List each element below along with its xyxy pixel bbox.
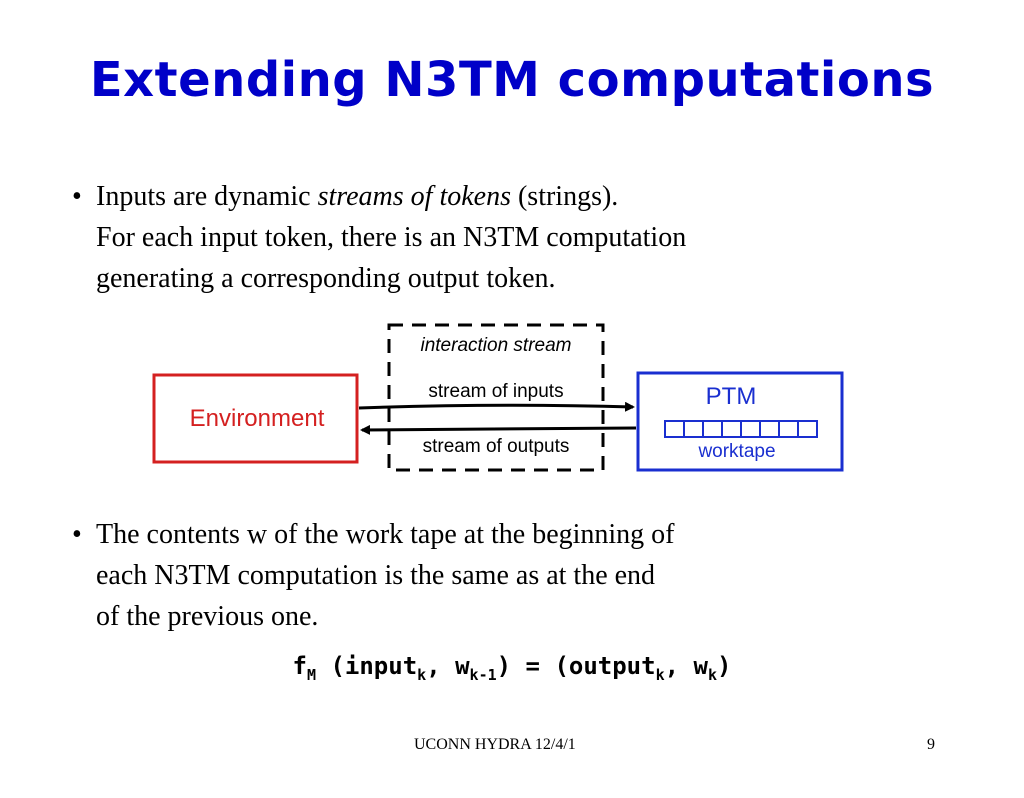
formula-subscript: k-1 bbox=[469, 665, 497, 684]
formula-subscript: k bbox=[417, 665, 427, 684]
formula-part: , w bbox=[664, 652, 708, 680]
footer-text: UCONN HYDRA 12/4/1 bbox=[414, 736, 576, 753]
ptm-label: PTM bbox=[706, 383, 757, 410]
bullet-line: of the previous one. bbox=[96, 601, 319, 632]
formula-part: (input bbox=[316, 652, 418, 680]
bullet-dynamic-streams: • Inputs are dynamic streams of tokens (… bbox=[72, 176, 872, 299]
page-number: 9 bbox=[927, 736, 935, 753]
bullet-line: generating a corresponding output token. bbox=[96, 263, 556, 294]
bullet-text: The contents w of the work tape at the b… bbox=[96, 514, 872, 637]
formula-part: , w bbox=[426, 652, 470, 680]
italic-run: streams of tokens bbox=[317, 181, 511, 212]
formula-subscript: k bbox=[655, 665, 665, 684]
environment-box bbox=[152, 373, 359, 464]
formula-part: ) bbox=[717, 652, 732, 680]
formula: fM (inputk, wk-1) = (outputk, wk) bbox=[0, 652, 1024, 684]
bullet-line: The contents w of the work tape at the b… bbox=[96, 519, 675, 550]
text-run: Inputs are dynamic bbox=[96, 181, 318, 212]
bullet-line: Inputs are dynamic streams of tokens (st… bbox=[96, 176, 872, 217]
formula-part: f bbox=[292, 652, 307, 680]
text-run: (strings). bbox=[510, 181, 619, 212]
bullet-text: Inputs are dynamic streams of tokens (st… bbox=[96, 176, 872, 299]
bullet-line: For each input token, there is an N3TM c… bbox=[96, 222, 687, 253]
bullet-marker: • bbox=[72, 519, 82, 550]
ptm-box bbox=[636, 371, 844, 472]
formula-subscript: k bbox=[707, 665, 718, 684]
output-stream-arrow bbox=[360, 424, 637, 435]
interaction-stream-box bbox=[387, 323, 605, 472]
inputs-label: stream of inputs bbox=[428, 381, 563, 402]
environment-label: Environment bbox=[190, 405, 325, 432]
bullet-marker: • bbox=[72, 181, 82, 212]
outputs-label: stream of outputs bbox=[423, 436, 570, 457]
worktape-cells bbox=[664, 420, 818, 438]
bullet-line: each N3TM computation is the same as at … bbox=[96, 560, 656, 591]
interaction-stream-label: interaction stream bbox=[420, 335, 571, 356]
input-stream-arrow bbox=[358, 401, 635, 412]
formula-part: ) = (output bbox=[496, 652, 656, 680]
slide-title: Extending N3TM computations bbox=[89, 52, 935, 108]
formula-subscript: M bbox=[306, 665, 316, 684]
worktape-label: worktape bbox=[697, 441, 775, 462]
bullet-work-tape: • The contents w of the work tape at the… bbox=[72, 514, 872, 637]
